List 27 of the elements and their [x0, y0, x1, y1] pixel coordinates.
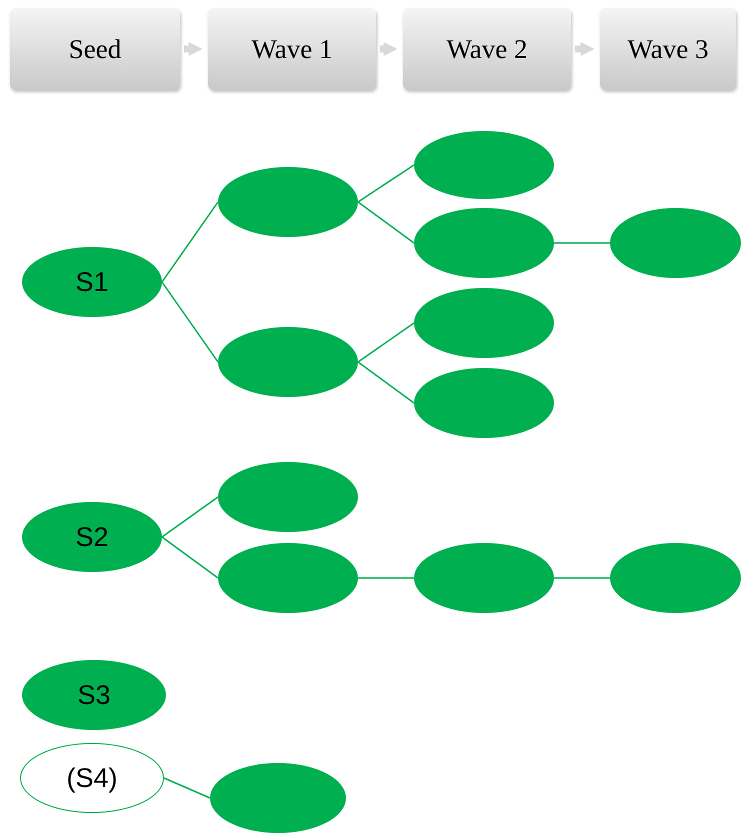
connector-line	[554, 242, 610, 244]
node-label: (S4)	[66, 762, 118, 795]
stage-label: Wave 3	[627, 32, 709, 66]
stage-box	[403, 8, 571, 90]
connector-line	[162, 536, 218, 579]
connector-line	[162, 496, 218, 538]
connector-line	[554, 577, 610, 579]
connector-line	[161, 202, 219, 282]
connector-line	[164, 777, 210, 799]
connector-line	[161, 282, 219, 362]
arrow	[575, 42, 595, 56]
connector-line	[358, 322, 414, 363]
connector-line	[358, 361, 414, 404]
arrow	[380, 42, 398, 56]
stage-label: Wave 1	[251, 32, 333, 66]
arrow	[184, 42, 203, 56]
connector-line	[358, 164, 414, 203]
stage-box	[600, 8, 736, 90]
connector-line	[358, 201, 414, 244]
stage-box	[208, 8, 376, 90]
node-label: S3	[77, 678, 111, 712]
connector-line	[358, 577, 414, 579]
node-label: S2	[75, 520, 109, 554]
stage-label: Seed	[68, 32, 122, 66]
stage-label: Wave 2	[446, 32, 528, 66]
node-label: S1	[75, 266, 109, 299]
stage-box	[10, 8, 180, 90]
